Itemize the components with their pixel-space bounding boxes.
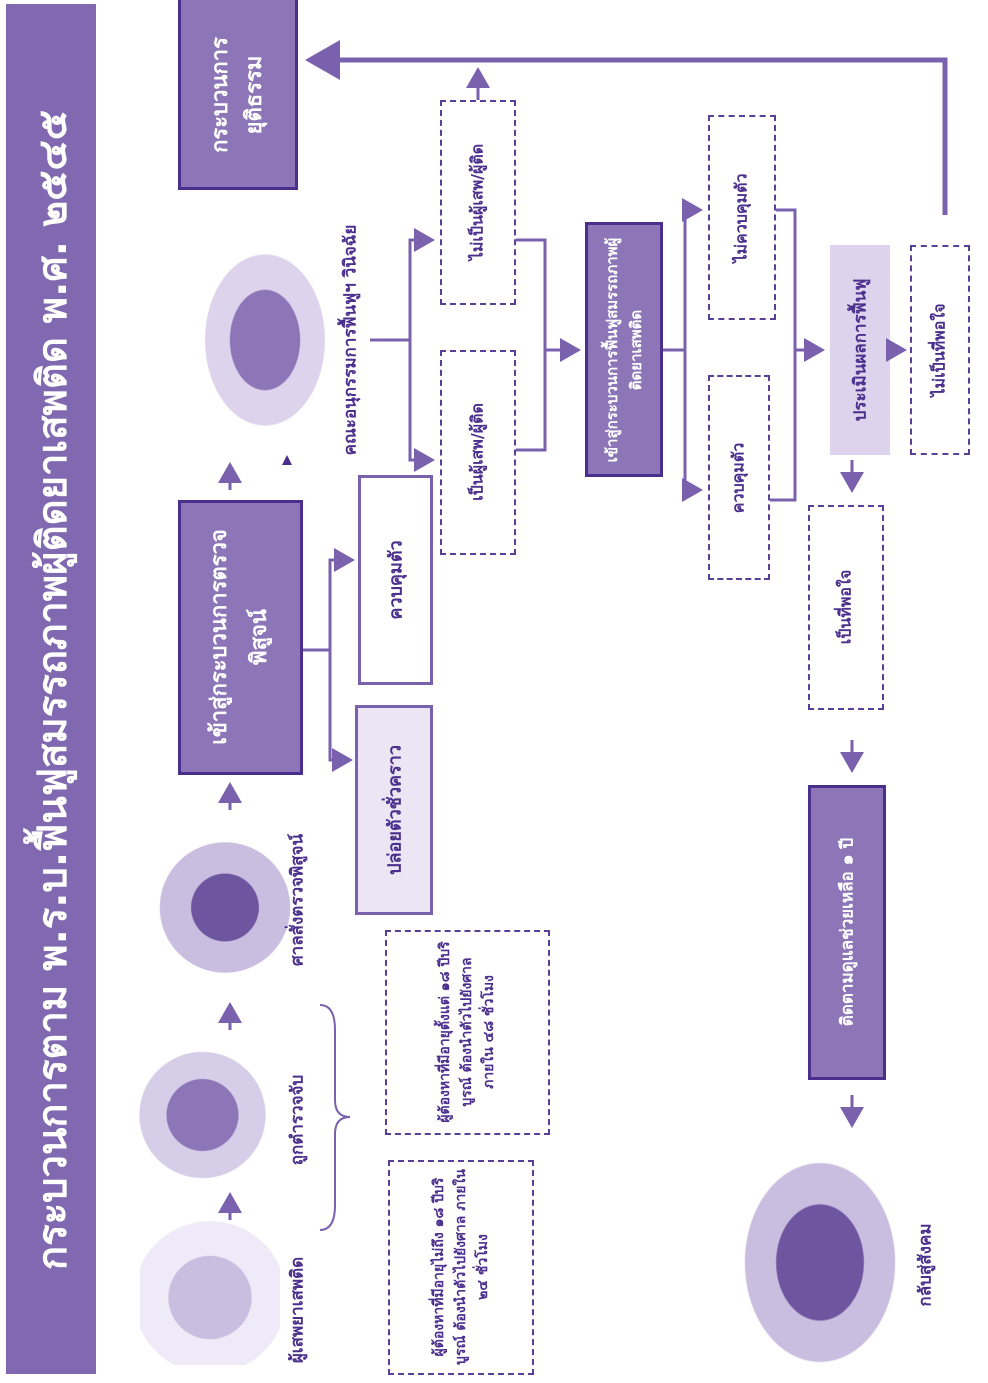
box-detained-2 bbox=[708, 375, 770, 580]
court-illustration bbox=[150, 835, 300, 980]
committee-illustration bbox=[195, 240, 335, 440]
box-temp-release bbox=[355, 705, 433, 915]
police-illustration bbox=[130, 1040, 275, 1190]
society-illustration bbox=[735, 1150, 905, 1375]
box-not-addict bbox=[440, 100, 516, 305]
box-detained bbox=[358, 475, 433, 685]
box-followup bbox=[808, 785, 886, 1080]
note-under-18 bbox=[388, 1160, 534, 1375]
box-justice bbox=[178, 0, 298, 190]
brace bbox=[319, 1004, 351, 1231]
box-is-addict bbox=[440, 350, 516, 555]
box-rehab-process bbox=[585, 222, 663, 477]
box-satisfactory bbox=[808, 505, 884, 710]
drug-user-illustration bbox=[140, 1215, 280, 1365]
title-banner bbox=[6, 4, 96, 1374]
box-evaluate bbox=[830, 245, 890, 455]
box-proof-process bbox=[178, 500, 303, 775]
box-not-detained bbox=[708, 115, 776, 320]
box-unsatisfactory bbox=[910, 245, 970, 455]
note-over-18 bbox=[385, 930, 550, 1135]
